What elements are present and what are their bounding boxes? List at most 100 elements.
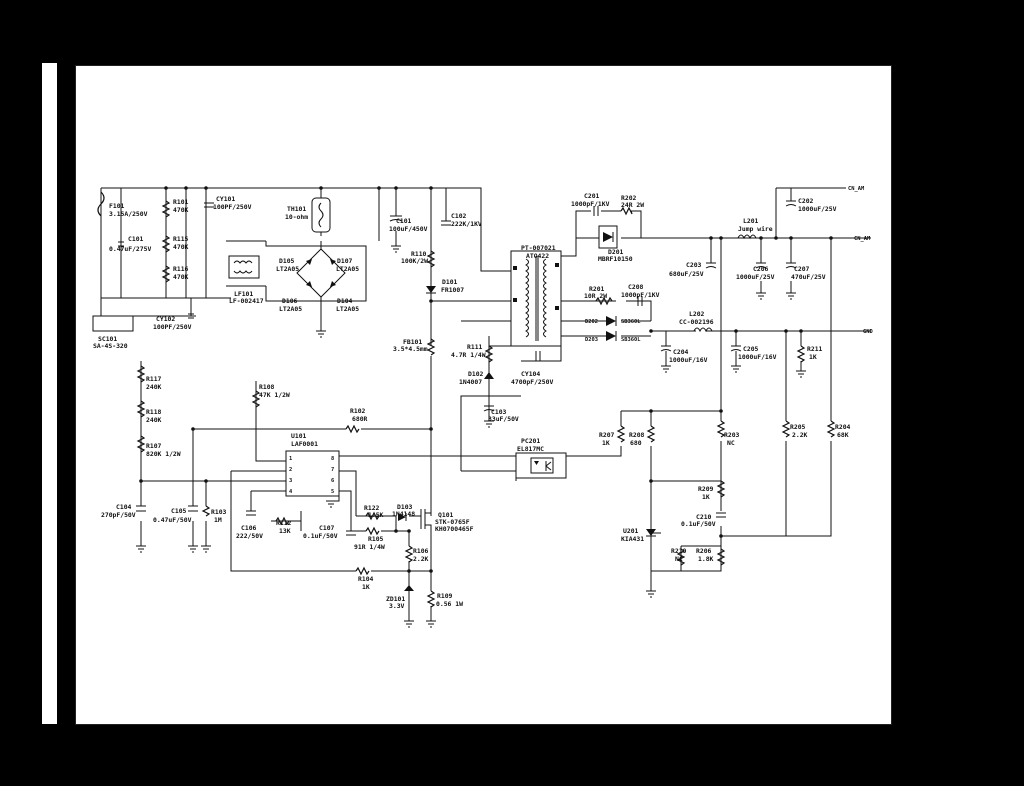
label-cy104: CY104 — [521, 370, 540, 378]
inductor-l202 — [693, 327, 713, 333]
label-c202-value: 1000uF/25V — [798, 205, 837, 213]
label-c106-value: 222/50V — [236, 532, 263, 540]
label-c210-value: 0.1uF/50V — [681, 520, 716, 528]
label-c208: C208 — [628, 283, 644, 291]
label-pc201: PC201 — [521, 437, 540, 445]
label-l202-value: CC-002196 — [679, 318, 714, 326]
label-c203: C203 — [686, 261, 702, 269]
label-c105-value: 0.47uF/50V — [153, 516, 192, 524]
resistor-r206 — [716, 548, 726, 566]
label-d107: D107 — [337, 257, 353, 265]
label-t101-value: ATO422 — [526, 252, 549, 260]
label-r203: R203 — [724, 431, 740, 439]
label-cy102: CY102 — [156, 315, 175, 323]
pin-4: 4 — [289, 489, 292, 495]
label-l201-value: Jump wire — [738, 225, 773, 233]
label-d201: D201 — [608, 248, 624, 256]
inductor-l201 — [737, 234, 757, 240]
component-labels: F101 3.15A/250V C101 0.47uF/275V R101 47… — [93, 186, 873, 610]
resistor-r118 — [136, 400, 146, 418]
diode-d101 — [426, 286, 436, 293]
label-r122: R122 — [364, 504, 380, 512]
label-d105-value: LT2A05 — [276, 265, 299, 273]
label-r115-value: 470K — [173, 243, 189, 251]
left-margin-strip — [42, 63, 57, 724]
label-c201: C201 — [584, 192, 600, 200]
label-c204: C204 — [673, 348, 689, 356]
resistor-r116 — [161, 265, 171, 283]
resistor-r211 — [796, 345, 806, 363]
cap-c102 — [441, 220, 451, 226]
label-r112: R112 — [276, 519, 292, 527]
pin-8: 8 — [331, 456, 334, 462]
label-r110-value: 100K/2W — [401, 257, 428, 265]
label-c101x: C101 — [128, 235, 144, 243]
label-r104-value: 1K — [362, 583, 370, 591]
label-cy102-value: 100PF/250V — [153, 323, 192, 331]
label-r207: R207 — [599, 431, 615, 439]
label-c102: C102 — [451, 212, 467, 220]
zener-zd101 — [404, 585, 414, 591]
label-c103-value: 33uF/50V — [488, 415, 519, 423]
label-r117-value: 240K — [146, 383, 162, 391]
label-c105: C105 — [171, 507, 187, 515]
label-c103: C103 — [491, 408, 507, 416]
cap-c205 — [730, 345, 742, 352]
label-q101: Q101 — [438, 511, 454, 519]
label-d104-value: LT2A05 — [336, 305, 359, 313]
label-u101-value: LAF0001 — [291, 440, 318, 448]
resistor-r122 — [365, 511, 380, 521]
label-c102-value: 222K/1KV — [451, 220, 482, 228]
net-label-out-1: CN_AM — [848, 186, 865, 192]
label-r116: R116 — [173, 265, 189, 273]
label-lf101: LF101 — [234, 290, 253, 298]
label-r106-value: 2.2K — [413, 555, 429, 563]
resistor-r107 — [136, 435, 146, 453]
label-c207-value: 470uF/25V — [791, 273, 826, 281]
label-r210-value: NC — [675, 555, 683, 563]
net-label-out-2: CN_AM — [854, 236, 871, 242]
label-r211: R211 — [807, 345, 823, 353]
label-d201-value: MBRF10150 — [598, 255, 633, 263]
label-r112-value: 13K — [279, 527, 291, 535]
resistor-r202 — [620, 206, 633, 216]
label-fb101-value: 3.5*4.5mm — [393, 345, 428, 353]
resistor-r115 — [161, 235, 171, 253]
label-f101: F101 — [109, 202, 125, 210]
label-d103: D103 — [397, 503, 413, 511]
label-d102-value: 1N4007 — [459, 378, 482, 386]
label-r207-value: 1K — [602, 439, 610, 447]
schematic-sheet: F101 3.15A/250V C101 0.47uF/275V R101 47… — [75, 65, 892, 725]
cap-c203 — [705, 262, 717, 269]
pin-7: 7 — [331, 467, 334, 473]
resistor-r207 — [616, 425, 626, 443]
cap-c210 — [716, 512, 726, 518]
cap-c105 — [188, 505, 198, 512]
label-d202-value: SB360L — [621, 319, 641, 325]
label-l202: L202 — [689, 310, 705, 318]
cap-c106 — [246, 510, 256, 516]
label-c101: C101 — [396, 217, 412, 225]
label-c208-value: 1000pF/1KV — [621, 291, 660, 299]
label-sc101: SC101 — [98, 335, 117, 343]
label-r102-value: 680R — [352, 415, 368, 423]
label-r104: R104 — [358, 575, 374, 583]
resistor-r108 — [251, 390, 261, 408]
label-r105: R105 — [368, 535, 384, 543]
label-r209: R209 — [698, 485, 714, 493]
label-r103-value: 1M — [214, 516, 222, 524]
label-cy101: CY101 — [216, 195, 235, 203]
label-t101: PT-007021 — [521, 244, 556, 252]
cap-cy104 — [535, 351, 541, 361]
label-r101: R101 — [173, 198, 189, 206]
label-th101: TH101 — [287, 205, 306, 213]
label-r117: R117 — [146, 375, 162, 383]
label-c206: C206 — [753, 265, 769, 273]
resistor-r109 — [426, 590, 436, 608]
resistor-r102 — [345, 424, 360, 434]
pin-3: 3 — [289, 478, 292, 484]
label-r206-value: 1.8K — [698, 555, 714, 563]
cap-c206 — [755, 262, 767, 269]
label-r107: R107 — [146, 442, 162, 450]
label-cy104-value: 4700pF/250V — [511, 378, 553, 386]
